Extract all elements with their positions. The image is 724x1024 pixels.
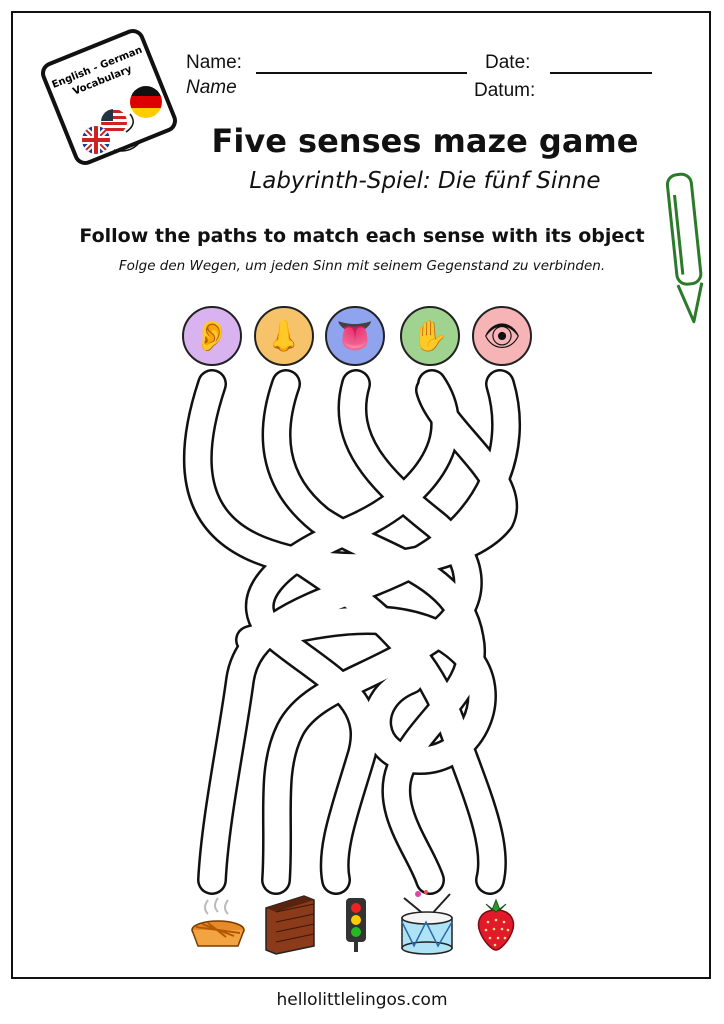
footer-url[interactable]: hellolittlelingos.com — [276, 990, 448, 1010]
name-label: Name: — [186, 52, 242, 73]
drum-icon — [401, 890, 453, 955]
instruction-de: Folge den Wegen, um jeden Sinn mit seine… — [118, 258, 606, 274]
name-field[interactable] — [256, 72, 467, 74]
page-border — [11, 11, 711, 979]
instruction: Follow the paths to match each sense wit… — [79, 225, 645, 247]
pie-icon — [191, 897, 245, 947]
name-label-de: Name — [186, 77, 237, 98]
date-label-de: Datum: — [474, 80, 536, 101]
date-field[interactable] — [550, 72, 652, 74]
brick-wall-icon — [265, 895, 315, 955]
eye-icon: 👁 — [472, 306, 532, 366]
ear-icon: 👂 — [182, 306, 242, 366]
page-subtitle: Labyrinth-Spiel: Die fünf Sinne — [249, 168, 601, 194]
date-label: Date: — [485, 52, 531, 73]
pencil-icon — [665, 172, 704, 324]
vocabulary-badge: English - German Vocabulary — [41, 29, 177, 165]
page-title: Five senses maze game — [211, 122, 639, 160]
strawberry-icon — [477, 898, 515, 951]
german-flag-icon — [130, 86, 162, 118]
hand-icon: ✋ — [400, 306, 460, 366]
mouth-icon: 👅 — [325, 306, 385, 366]
traffic-light-icon — [346, 898, 366, 952]
nose-icon: 👃 — [254, 306, 314, 366]
